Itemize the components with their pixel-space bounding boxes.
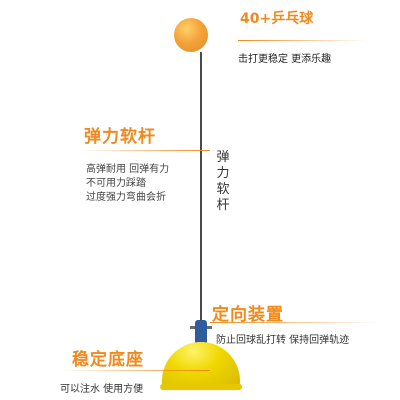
direction-callout-title: 定向装置 [212, 305, 284, 325]
ping-pong-ball [174, 18, 208, 52]
base-callout-divider [60, 370, 210, 371]
elastic-rod [200, 52, 202, 322]
ball-tag: 40+乒乓球 [240, 11, 314, 27]
base-rim [160, 384, 242, 390]
rod-vertical-label: 弹力软杆 [216, 150, 230, 213]
rod-callout-title: 弹力软杆 [84, 127, 156, 147]
direction-connector [195, 320, 207, 346]
base-callout-desc: 可以注水 使用方便 [60, 384, 144, 395]
direction-callout-divider [210, 322, 380, 323]
ball-tagline: 击打更稳定 更添乐趣 [238, 54, 332, 65]
rod-desc-line: 过度强力弯曲会折 [86, 192, 166, 203]
direction-callout-desc: 防止回球乱打转 保持回弹轨迹 [216, 335, 350, 346]
rod-desc-line: 不可用力踩踏 [86, 178, 146, 189]
rod-callout-divider [80, 150, 210, 151]
rod-callout-desc: 高弹耐用 回弹有力 不可用力踩踏 过度强力弯曲会折 [86, 163, 169, 205]
rod-desc-line: 高弹耐用 回弹有力 [86, 164, 170, 175]
yellow-base [162, 342, 240, 388]
ball-tag-divider [238, 40, 368, 41]
base-callout-title: 稳定底座 [72, 350, 144, 370]
